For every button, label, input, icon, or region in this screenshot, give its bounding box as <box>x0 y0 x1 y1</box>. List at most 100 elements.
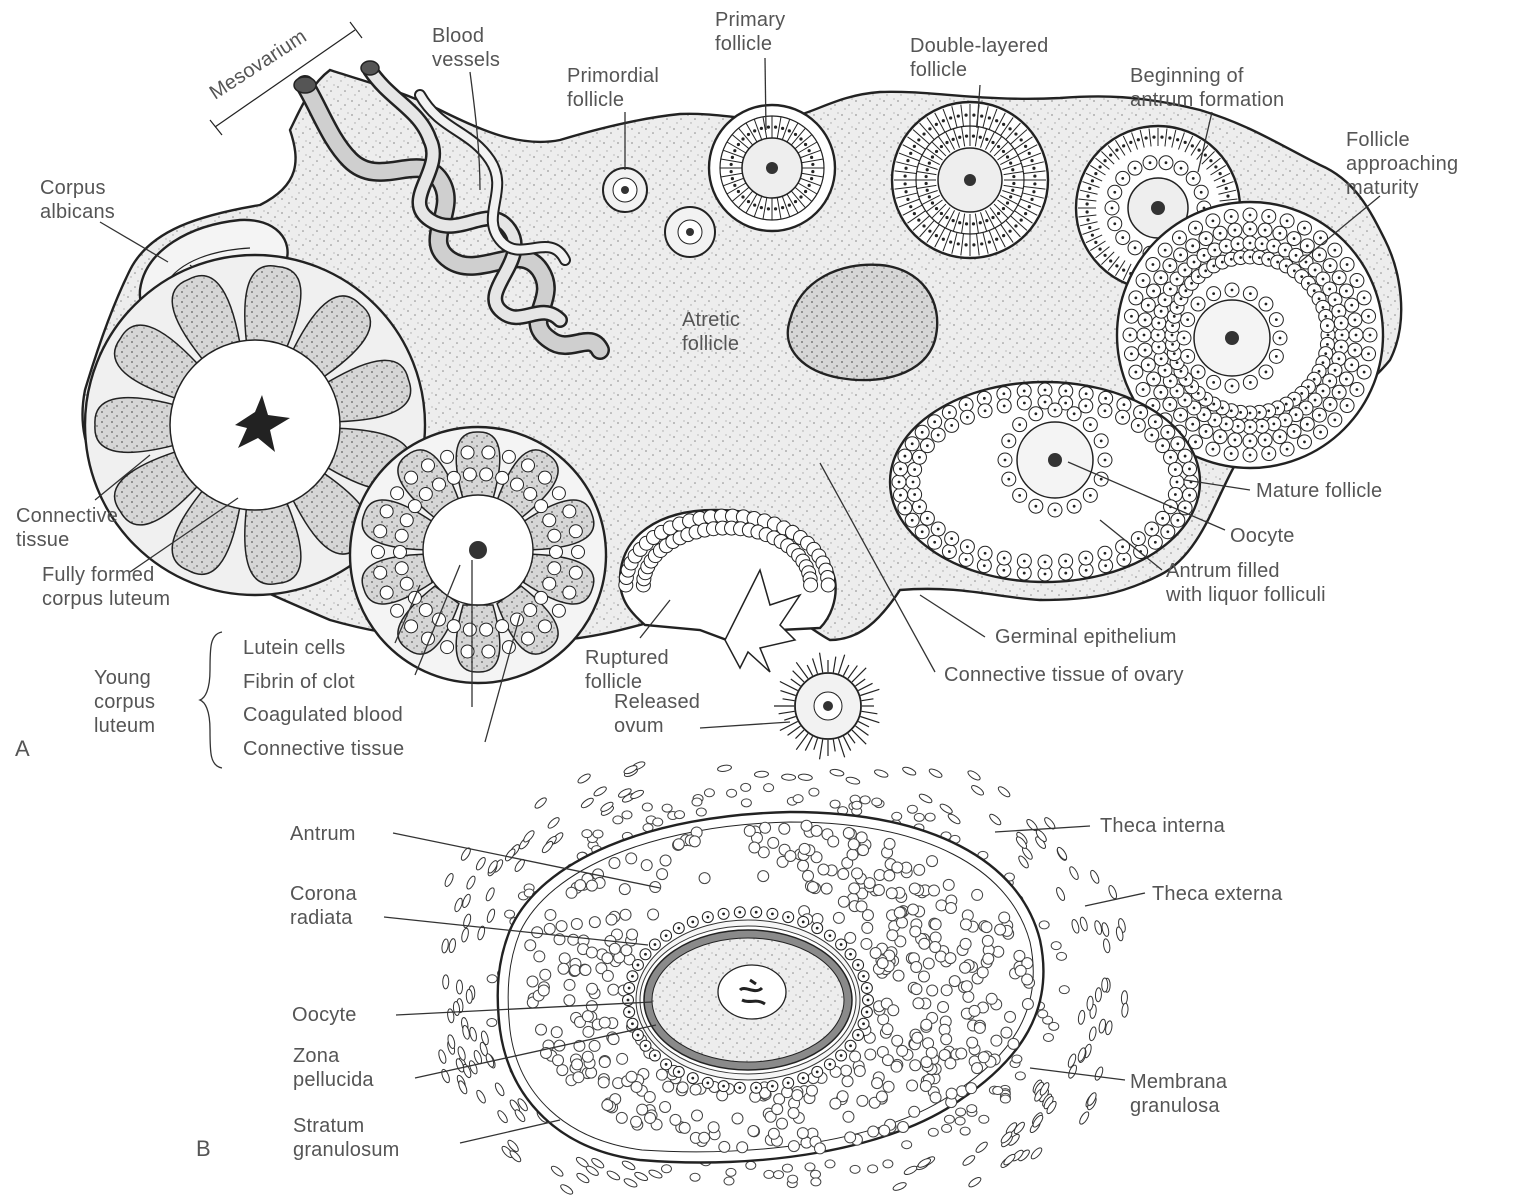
approach-cell-nucleus <box>1350 304 1353 307</box>
granulosa-cell <box>960 962 971 973</box>
young-corpus-luteum-lobe <box>456 432 500 499</box>
granulosa-cell <box>876 1091 887 1102</box>
primary-follicle-cell-nucleus <box>794 133 797 136</box>
granulosa-cell <box>582 1011 593 1022</box>
double-follicle-cell-outer-nucleus <box>935 234 938 237</box>
approach-cell-nucleus <box>1249 242 1252 245</box>
ovum-ray <box>858 683 872 690</box>
approach-cell-nucleus <box>1204 269 1207 272</box>
primary-follicle-cell-nucleus <box>781 206 784 209</box>
ovum-ray <box>783 699 795 701</box>
approach-cell-nucleus <box>1234 439 1237 442</box>
ovum-ray <box>848 734 855 744</box>
theca-externa-label: Theca externa <box>1152 883 1283 905</box>
approach-cell-nucleus <box>1221 261 1224 264</box>
double-follicle-cell-outer-nucleus <box>1028 152 1031 155</box>
theca-externa-cell <box>928 767 943 779</box>
double-follicle-cell-nucleus <box>952 219 955 222</box>
granulosa-cell <box>828 836 839 847</box>
granulosa-cell <box>631 1116 642 1127</box>
double-follicle-cell-outer-nucleus <box>1002 234 1005 237</box>
corona-cell-nucleus <box>840 943 843 946</box>
granulosa-cell <box>898 1121 909 1132</box>
granulosa-cell <box>945 953 956 964</box>
released-ovum <box>774 653 879 760</box>
approach-cell-nucleus <box>1180 297 1183 300</box>
double-layered-label: Double-layered <box>910 35 1048 57</box>
ovum-ray <box>843 665 848 676</box>
antrum-begin-cell-nucleus <box>1091 179 1094 182</box>
mature-cell-nucleus <box>1184 507 1187 510</box>
approach-cell-nucleus <box>1340 346 1343 349</box>
granulosa-cell <box>883 1081 894 1092</box>
lutein-cell <box>522 632 535 645</box>
mature-cell-inner-nucleus <box>1064 402 1067 405</box>
antrum-begin-inner-cell-nucleus <box>1180 167 1183 170</box>
primary-follicle-cell-nucleus <box>737 190 740 193</box>
approach-cell-nucleus <box>1293 398 1296 401</box>
double-layered-follicle <box>892 102 1048 258</box>
oocyte-label-a: Oocyte <box>1230 525 1295 547</box>
granulosa-cell <box>811 825 822 836</box>
granulosa-cell <box>818 864 829 875</box>
mature-cell-nucleus <box>921 431 924 434</box>
granulosa-cell <box>677 1082 688 1093</box>
atretic-follicle-label-2: follicle <box>682 333 739 355</box>
lutein-cell <box>563 586 576 599</box>
theca-externa-cell <box>580 797 595 810</box>
corona-cell-nucleus <box>755 911 758 914</box>
theca-interna-cell <box>622 811 632 819</box>
corona-cell-nucleus <box>631 1022 634 1025</box>
lutein-cell <box>552 487 565 500</box>
approach-cell-nucleus <box>1261 425 1264 428</box>
granulosa-cell <box>772 1104 783 1115</box>
double-follicle-cell-nucleus <box>972 135 975 138</box>
ovum-ray <box>820 653 823 673</box>
granulosa-cell <box>558 963 569 974</box>
approach-cell-nucleus <box>1194 227 1197 230</box>
corona-cell-nucleus <box>665 934 668 937</box>
granulosa-cell <box>637 1104 648 1115</box>
approach-cell-nucleus <box>1219 435 1222 438</box>
granulosa-cell <box>908 904 919 915</box>
granulosa-cell <box>887 930 898 941</box>
mature-cell-inner-nucleus <box>1104 552 1107 555</box>
double-follicle-cell-nucleus <box>928 195 931 198</box>
antrum-begin-cell-nucleus <box>1219 172 1222 175</box>
theca-externa-cell <box>845 776 860 785</box>
panel-b: Antrum Corona radiata Oocyte Zona pelluc… <box>196 760 1283 1195</box>
theca-interna-cell <box>704 789 714 797</box>
granulosa-cell <box>785 850 796 861</box>
approach-cell-nucleus <box>1176 361 1179 364</box>
granulosa-cell <box>748 1125 759 1136</box>
approach-cell-nucleus <box>1286 448 1289 451</box>
double-follicle-cell-nucleus <box>1009 162 1012 165</box>
approach-cell-nucleus <box>1221 407 1224 410</box>
double-follicle-cell-nucleus <box>931 155 934 158</box>
primary-follicle-cell-nucleus <box>730 170 733 173</box>
approach-cell-nucleus <box>1354 349 1357 352</box>
approach-cell-nucleus <box>1169 288 1172 291</box>
mature-cell-inner-nucleus <box>937 528 940 531</box>
antrum-begin-cell-nucleus <box>1209 159 1212 162</box>
approach-cell-nucleus <box>1213 249 1216 252</box>
theca-externa-cell <box>1078 1010 1086 1025</box>
granulosa-cell <box>849 883 860 894</box>
approach-cell-nucleus <box>1147 363 1150 366</box>
approach-cell-nucleus <box>1303 441 1306 444</box>
double-follicle-cell-nucleus <box>1006 155 1009 158</box>
granulosa-cell <box>564 979 575 990</box>
granulosa-cell <box>699 873 710 884</box>
mature-cell-nucleus <box>1123 558 1126 561</box>
double-follicle-cell-nucleus <box>979 136 982 139</box>
theca-interna-cell <box>1051 942 1061 950</box>
granulosa-cell <box>551 1027 562 1038</box>
approach-cell-nucleus <box>1369 334 1372 337</box>
theca-interna-cell <box>811 1178 821 1186</box>
theca-interna-cell <box>993 1087 1003 1095</box>
granulosa-cell <box>776 1118 787 1129</box>
approach-cell-nucleus <box>1234 229 1237 232</box>
granulosa-cell <box>842 1076 853 1087</box>
theca-interna-cell <box>902 1141 912 1149</box>
